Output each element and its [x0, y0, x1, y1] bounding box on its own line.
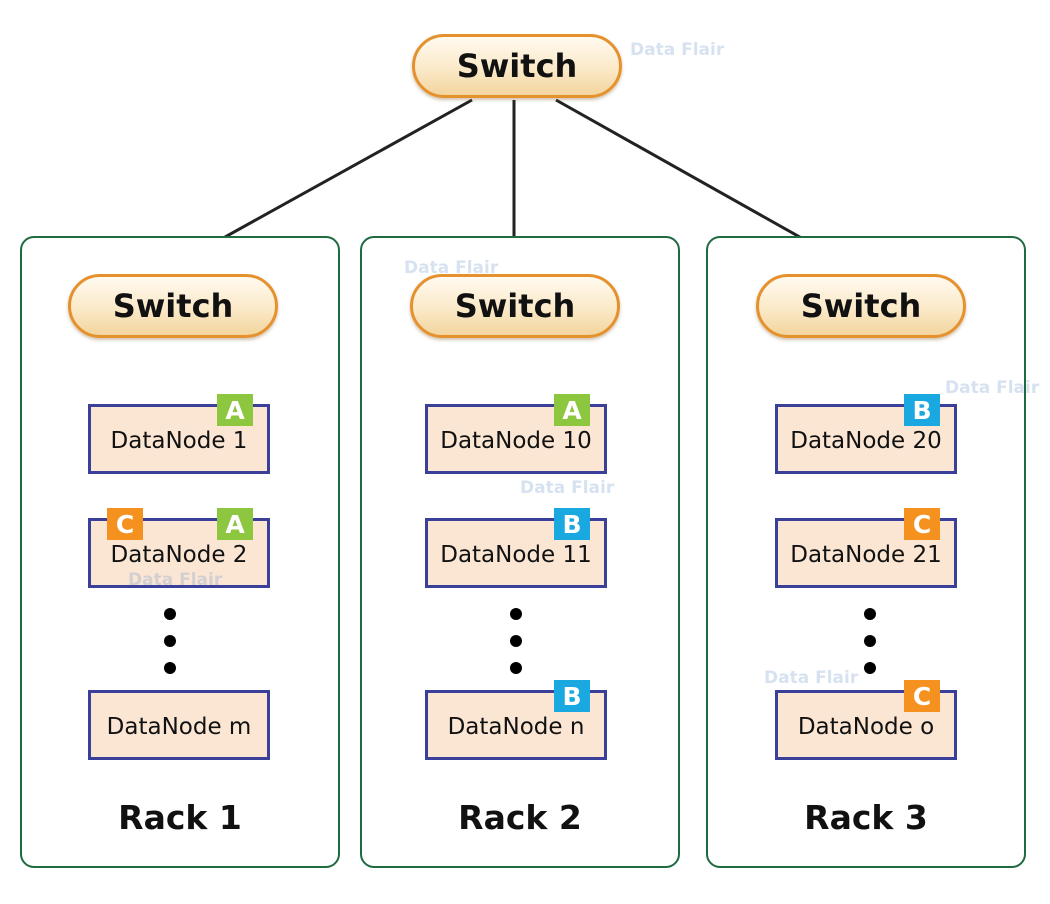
ellipsis-dots: [864, 608, 876, 689]
datanode-label: DataNode 10: [440, 428, 592, 454]
rack-switch-label: Switch: [454, 287, 576, 325]
datanode-label: DataNode o: [797, 714, 935, 740]
block-badge-b: B: [554, 508, 590, 540]
datanode-20: B DataNode 20: [775, 394, 957, 474]
core-switch-label: Switch: [456, 47, 578, 85]
block-badge-c: C: [904, 680, 940, 712]
rack-2: A DataNode 10 B DataNode 11 B DataNode n…: [360, 236, 680, 868]
block-badge-c: C: [904, 508, 940, 540]
datanode-1: A DataNode 1: [88, 394, 270, 474]
rack-switch-label: Switch: [112, 287, 234, 325]
rack-label: Rack 1: [118, 798, 242, 837]
rack-switch-label: Switch: [800, 287, 922, 325]
datanode-2: C A DataNode 2: [88, 508, 270, 588]
rack-3-switch: Switch: [756, 274, 966, 338]
block-badge-a: A: [554, 394, 590, 426]
block-badge-b: B: [554, 680, 590, 712]
datanode-m: DataNode m: [88, 690, 270, 760]
rack-3: B DataNode 20 C DataNode 21 C DataNode o…: [706, 236, 1026, 868]
datanode-label: DataNode 1: [110, 428, 248, 454]
rack-1: A DataNode 1 C A DataNode 2 DataNode m R…: [20, 236, 340, 868]
datanode-label: DataNode n: [447, 714, 585, 740]
block-badge-b: B: [904, 394, 940, 426]
datanode-o: C DataNode o: [775, 680, 957, 760]
datanode-21: C DataNode 21: [775, 508, 957, 588]
block-badge-c: C: [107, 508, 143, 540]
ellipsis-dots: [510, 608, 522, 689]
datanode-label: DataNode 20: [790, 428, 942, 454]
block-badge-a: A: [217, 508, 253, 540]
datanode-10: A DataNode 10: [425, 394, 607, 474]
datanode-label: DataNode 11: [440, 542, 592, 568]
rack-label: Rack 2: [458, 798, 582, 837]
rack-label: Rack 3: [804, 798, 928, 837]
ellipsis-dots: [164, 608, 176, 689]
datanode-label: DataNode 21: [790, 542, 942, 568]
core-switch: Switch: [412, 34, 622, 98]
datanode-n: B DataNode n: [425, 680, 607, 760]
block-badge-a: A: [217, 394, 253, 426]
datanode-label: DataNode 2: [110, 542, 248, 568]
rack-1-switch: Switch: [68, 274, 278, 338]
rack-2-switch: Switch: [410, 274, 620, 338]
datanode-label: DataNode m: [106, 714, 252, 740]
datanode-11: B DataNode 11: [425, 508, 607, 588]
